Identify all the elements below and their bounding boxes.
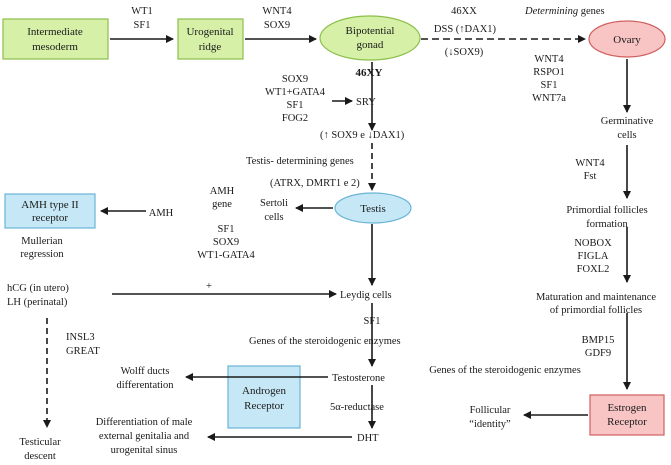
node-urogenital-ridge: Urogenital ridge <box>177 18 244 60</box>
arrows <box>43 35 631 441</box>
label-germinative-0: Germinative <box>601 116 654 127</box>
label-lh: LH (perinatal) <box>7 297 68 308</box>
label-dss: DSS (↑DAX1) <box>434 24 497 35</box>
label-bmp15-0: BMP15 <box>582 335 615 346</box>
label-steroidogenic-left: Genes of the steroidogenic enzymes <box>249 336 401 347</box>
label-sox9-dax1: (↑ SOX9 e ↓DAX1) <box>320 130 405 141</box>
node-label: mesoderm <box>32 41 78 53</box>
label-nobox-2: FOXL2 <box>577 264 610 275</box>
node-label: Receptor <box>607 416 647 428</box>
label-46xy: 46XY <box>356 67 383 79</box>
label-sry-factor-1: WT1+GATA4 <box>265 87 326 98</box>
label-male-diff-1: external genitalia and <box>99 431 190 442</box>
label-testosterone: Testosterone <box>332 373 385 384</box>
label-leydig: Leydig cells <box>340 290 392 301</box>
label-sry-factor-2: SF1 <box>287 100 304 111</box>
label-wt1: WT1 <box>131 6 153 17</box>
label-sry: SRY <box>356 97 376 108</box>
label-sry-factor-3: FOG2 <box>282 113 308 124</box>
label-sf1-ov: SF1 <box>541 80 558 91</box>
label-great: GREAT <box>66 346 100 357</box>
label-dht: DHT <box>357 433 379 444</box>
label-follicular-0: Follicular <box>470 405 511 416</box>
label-amh-gene-0: AMH <box>210 186 235 197</box>
label-sf1-top: SF1 <box>134 20 151 31</box>
label-bmp15-1: GDF9 <box>585 348 611 359</box>
label-follicular-1: “identity” <box>469 419 511 430</box>
label-amh: AMH <box>149 208 174 219</box>
node-ovary: Ovary <box>588 20 666 58</box>
label-male-diff-0: Differentiation of male <box>96 417 193 428</box>
label-wolff-0: Wolff ducts <box>121 366 170 377</box>
label-testicular-0: Testicular <box>19 437 61 448</box>
label-germinative-1: cells <box>617 130 636 141</box>
label-nobox-0: NOBOX <box>574 238 612 249</box>
label-plus: + <box>206 281 212 292</box>
label-sertoli-factor-1: SOX9 <box>213 237 239 248</box>
label-wnt4-fst-0: WNT4 <box>575 158 605 169</box>
node-bipotential-gonad: Bipotential gonad <box>319 15 421 61</box>
node-label: gonad <box>357 39 384 51</box>
label-atrx: (ATRX, DMRT1 e 2) <box>270 178 360 189</box>
node-label: receptor <box>32 212 68 224</box>
label-amh-gene-1: gene <box>212 199 232 210</box>
label-wnt7a: WNT7a <box>532 93 566 104</box>
label-rspo1: RSPO1 <box>533 67 565 78</box>
label-wnt4-ov: WNT4 <box>534 54 564 65</box>
node-label: ridge <box>199 41 222 53</box>
node-label: Estrogen <box>607 402 647 414</box>
label-sox9-down: (↓SOX9) <box>445 47 484 58</box>
label-46xx: 46XX <box>451 6 477 17</box>
label-sry-factor-0: SOX9 <box>282 74 308 85</box>
node-label: Testis <box>360 203 386 215</box>
node-label: Ovary <box>613 34 641 46</box>
label-mullerian-1: regression <box>20 249 64 260</box>
label-wolff-1: differentation <box>117 380 175 391</box>
node-amh-receptor: AMH type II receptor <box>4 193 96 229</box>
label-sertoli-0: Sertoli <box>260 198 288 209</box>
label-sf1-leydig: SF1 <box>364 316 381 327</box>
label-primordial-0: Primordial follicles <box>566 205 647 216</box>
label-wnt4-fst-1: Fst <box>584 171 597 182</box>
label-male-diff-2: urogenital sinus <box>111 445 178 456</box>
node-label: Intermediate <box>27 26 83 38</box>
node-label: Bipotential <box>346 25 395 37</box>
node-intermediate-mesoderm: Intermediate mesoderm <box>2 18 109 60</box>
node-estrogen-receptor: Estrogen Receptor <box>589 394 665 436</box>
label-sertoli-factor-2: WT1-GATA4 <box>197 250 255 261</box>
node-testis: Testis <box>334 192 412 224</box>
label-nobox-1: FIGLA <box>578 251 609 262</box>
node-androgen-receptor: Androgen Receptor <box>227 365 301 429</box>
label-maturation-0: Maturation and maintenance <box>536 292 656 303</box>
label-primordial-1: formation <box>586 219 628 230</box>
node-label: Androgen <box>242 385 286 397</box>
node-label: Urogenital <box>186 26 233 38</box>
label-testis-determining: Testis- determining genes <box>246 156 354 167</box>
label-hcg: hCG (in utero) <box>7 283 69 294</box>
label-steroidogenic-right: Genes of the steroidogenic enzymes <box>429 365 581 376</box>
label-testicular-1: descent <box>24 451 56 462</box>
label-insl3: INSL3 <box>66 332 95 343</box>
label-mullerian-0: Mullerian <box>21 236 63 247</box>
node-label: AMH type II <box>21 199 79 211</box>
node-label: Receptor <box>244 400 284 412</box>
label-maturation-1: of primordial follicles <box>550 305 642 316</box>
label-determining-genes: Determining genes <box>524 6 605 17</box>
label-sox9-top: SOX9 <box>264 20 290 31</box>
label-sertoli-1: cells <box>264 212 283 223</box>
label-wnt4-top: WNT4 <box>262 6 292 17</box>
label-sertoli-factor-0: SF1 <box>218 224 235 235</box>
label-reductase: 5α-reductase <box>330 402 384 413</box>
